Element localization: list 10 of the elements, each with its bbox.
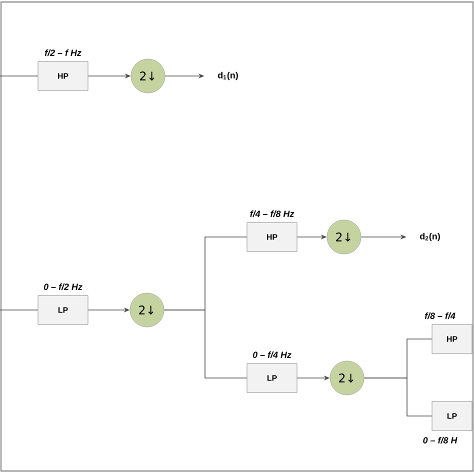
frequency-label: 0 – f/8 H	[423, 436, 458, 444]
output-label: d$_{1}$(n)	[218, 72, 238, 80]
output-label: d$_{2}$(n)	[420, 232, 440, 242]
frequency-label: f/8 – f/4	[424, 312, 456, 320]
connector	[164, 310, 248, 378]
frequency-label: f/2 – f Hz	[44, 49, 82, 56]
frequency-label: 0 – f/4 Hz	[252, 351, 292, 358]
frequency-label: 0 – f/2 Hz	[44, 283, 82, 290]
frequency-label: f/4 – f/8 Hz	[250, 210, 294, 218]
connector	[364, 378, 432, 416]
